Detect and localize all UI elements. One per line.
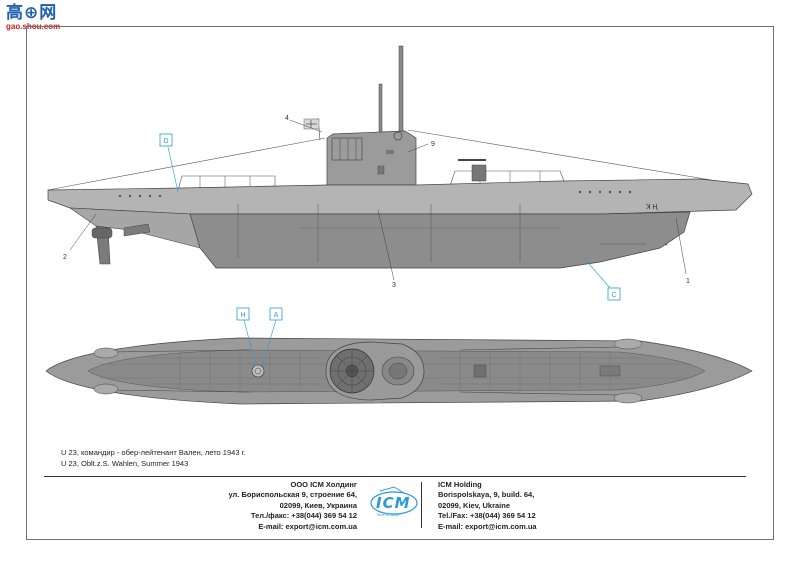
callout-2: 2 <box>63 254 67 261</box>
side-view: ꓘ Ⱨ <box>47 45 753 289</box>
conning-tower <box>326 130 417 186</box>
callout-4: 4 <box>285 115 289 122</box>
callout-c: C <box>611 292 616 299</box>
street-ru: ул. Бориспольская 9, строение 64, <box>228 490 357 500</box>
caption-english: U 23, Oblt.z.S. Wahlen, Summer 1943 <box>61 459 189 468</box>
callout-a: A <box>274 312 279 319</box>
caption-russian: U 23, командир - обер-лейтенант Вален, л… <box>61 448 246 457</box>
page-frame <box>26 26 774 540</box>
top-view <box>45 319 753 405</box>
callout-a-box <box>269 307 283 321</box>
callout-h: H <box>240 312 245 319</box>
logo-name: ICM <box>376 494 411 512</box>
icm-logo: ICM Time to Build <box>370 485 418 521</box>
deck-hatch <box>251 364 265 378</box>
callout-h-box <box>236 307 250 321</box>
pressure-hull <box>189 211 691 269</box>
city-en: 02099, Kiev, Ukraine <box>438 500 510 510</box>
callout-1: 1 <box>686 278 690 285</box>
callout-3: 3 <box>392 282 396 289</box>
street-en: Borispolskaya, 9, build. 64, <box>438 490 535 500</box>
svg-text:ꓘ Ⱨ: ꓘ Ⱨ <box>645 203 658 211</box>
logo-tagline: Time to Build <box>376 512 400 517</box>
footer-divider <box>421 482 422 528</box>
company-en: ICM Holding <box>438 480 482 489</box>
city-ru: 02099, Киев, Украина <box>279 500 357 510</box>
periscope-mast-2 <box>378 83 383 135</box>
callout-d-box <box>159 133 173 147</box>
company-ru: ООО ICM Холдинг <box>290 480 357 489</box>
callout-c-box <box>607 287 621 301</box>
phone-ru: Тел./факс: +38(044) 369 54 12 <box>250 511 357 521</box>
watermark-glyphs: 高⊕网 <box>6 3 58 23</box>
address-russian: ООО ICM Холдинг ул. Бориспольская 9, стр… <box>177 480 357 532</box>
propeller <box>91 227 113 239</box>
footer-rule <box>44 476 746 477</box>
phone-en: Tel./Fax: +38(044) 369 54 12 <box>438 511 536 521</box>
callout-9: 9 <box>431 141 435 148</box>
deck-gun <box>471 164 487 182</box>
callout-d: D <box>163 138 168 145</box>
email-en: E-mail: export@icm.com.ua <box>438 521 537 531</box>
email-ru: E-mail: export@icm.com.ua <box>258 521 357 531</box>
address-english: ICM Holding Borispolskaya, 9, build. 64,… <box>438 480 618 532</box>
periscope-mast <box>398 45 404 135</box>
